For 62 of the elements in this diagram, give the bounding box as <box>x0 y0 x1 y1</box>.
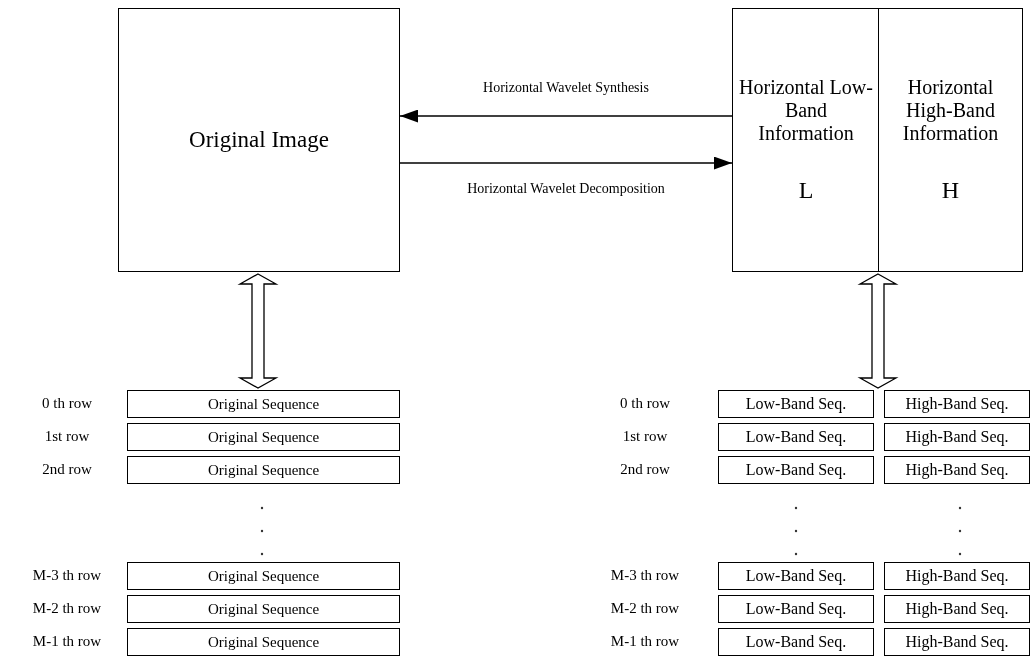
sequence-box <box>127 456 400 484</box>
panel-title: Horizontal High-Band Information <box>901 75 1000 145</box>
sequence-box <box>884 423 1030 451</box>
box-text: Original Image <box>189 127 329 153</box>
row-label: 1st row <box>621 428 669 445</box>
box-text: High-Band Seq. <box>905 567 1009 585</box>
image-box <box>118 8 400 272</box>
row-label: 2nd row <box>41 461 93 478</box>
arrow <box>399 109 733 123</box>
row-label: 1st row <box>43 428 91 445</box>
sequence-box <box>884 456 1030 484</box>
sequence-box <box>127 390 400 418</box>
sequence-box <box>718 595 874 623</box>
box-text: Low-Band Seq. <box>745 567 847 585</box>
sequence-box <box>884 628 1030 656</box>
sequence-box <box>718 562 874 590</box>
panel-title: Horizontal Low-Band Information <box>738 75 874 145</box>
band-symbol: H <box>940 176 961 205</box>
sequence-box <box>718 390 874 418</box>
sequence-box <box>127 595 400 623</box>
row-label: M-2 th row <box>609 600 681 617</box>
double-arrow <box>237 273 279 389</box>
box-text: Low-Band Seq. <box>745 395 847 413</box>
sequence-box <box>127 628 400 656</box>
sequence-box <box>718 456 874 484</box>
row-label: 2nd row <box>619 461 671 478</box>
box-text: Low-Band Seq. <box>745 633 847 651</box>
band-symbol: L <box>797 176 815 205</box>
sequence-box <box>884 390 1030 418</box>
box-text: Original Sequence <box>207 461 320 479</box>
box-text: High-Band Seq. <box>905 600 1009 618</box>
box-text: Original Sequence <box>207 428 320 446</box>
box-text: Low-Band Seq. <box>745 461 847 479</box>
row-label: M-1 th row <box>609 633 681 650</box>
row-label: M-3 th row <box>609 567 681 584</box>
sequence-box <box>127 423 400 451</box>
box-text: Low-Band Seq. <box>745 428 847 446</box>
box-text: Original Sequence <box>207 395 320 413</box>
box-text: High-Band Seq. <box>905 428 1009 446</box>
box-text: High-Band Seq. <box>905 633 1009 651</box>
box-text: High-Band Seq. <box>905 461 1009 479</box>
sequence-box <box>884 562 1030 590</box>
band-panel <box>878 8 1023 272</box>
box-text: Original Sequence <box>207 633 320 651</box>
edge-label: Horizontal Wavelet Synthesis <box>481 80 651 96</box>
edge-label: Horizontal Wavelet Decomposition <box>465 181 667 197</box>
box-text: Original Sequence <box>207 600 320 618</box>
row-label: 0 th row <box>41 395 93 412</box>
row-label: M-1 th row <box>31 633 103 650</box>
double-arrow <box>857 273 899 389</box>
sequence-box <box>127 562 400 590</box>
arrow <box>399 156 733 170</box>
box-text: Original Sequence <box>207 567 320 585</box>
sequence-box <box>718 628 874 656</box>
box-text: High-Band Seq. <box>905 395 1009 413</box>
sequence-box <box>718 423 874 451</box>
sequence-box <box>884 595 1030 623</box>
band-panel <box>732 8 879 272</box>
box-text: Low-Band Seq. <box>745 600 847 618</box>
row-label: M-2 th row <box>31 600 103 617</box>
row-label: M-3 th row <box>31 567 103 584</box>
row-label: 0 th row <box>619 395 671 412</box>
